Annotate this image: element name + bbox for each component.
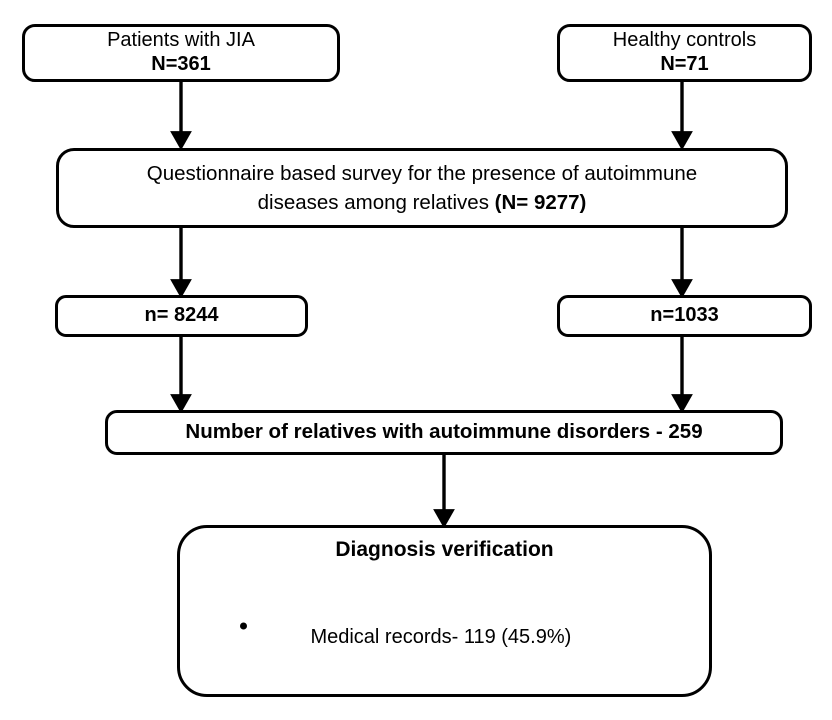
- node-relatives-controls-count: n=1033: [557, 295, 812, 337]
- node-survey-line2-text: diseases among relatives: [257, 191, 495, 214]
- list-item: Medical records- 119 (45.9%): [230, 579, 640, 673]
- node-relatives-with-autoimmune-disorders: Number of relatives with autoimmune diso…: [105, 410, 783, 455]
- diagnosis-title: Diagnosis verification: [335, 538, 554, 561]
- node-jia-count: N=361: [151, 53, 211, 75]
- list-item: Telephonic conversation - 62 (23.9%): [230, 678, 640, 720]
- node-jia-line1: Patients with JIA: [107, 29, 255, 52]
- node-n-left-label: n= 8244: [144, 304, 219, 327]
- node-diagnosis-verification: Diagnosis verification Medical records- …: [177, 525, 712, 697]
- node-patients-with-jia: Patients with JIA N=361: [22, 24, 340, 82]
- node-healthy-controls: Healthy controls N=71: [557, 24, 812, 82]
- bullet-icon: [240, 622, 247, 630]
- node-relatives-jia-count: n= 8244: [55, 295, 308, 337]
- node-survey-line2: diseases among relatives (N= 9277): [258, 188, 587, 217]
- list-item-label: Medical records- 119 (45.9%): [310, 625, 572, 648]
- node-controls-count: N=71: [660, 53, 709, 75]
- diagnosis-method-list: Medical records- 119 (45.9%) Telephonic …: [180, 579, 640, 720]
- node-survey-total-count: (N= 9277): [494, 191, 587, 214]
- node-relatives-label: Number of relatives with autoimmune diso…: [185, 420, 703, 444]
- node-survey-line1: Questionnaire based survey for the prese…: [146, 161, 698, 185]
- node-controls-line1: Healthy controls: [612, 29, 757, 52]
- node-questionnaire-survey: Questionnaire based survey for the prese…: [56, 148, 788, 228]
- node-n-right-label: n=1033: [650, 304, 719, 327]
